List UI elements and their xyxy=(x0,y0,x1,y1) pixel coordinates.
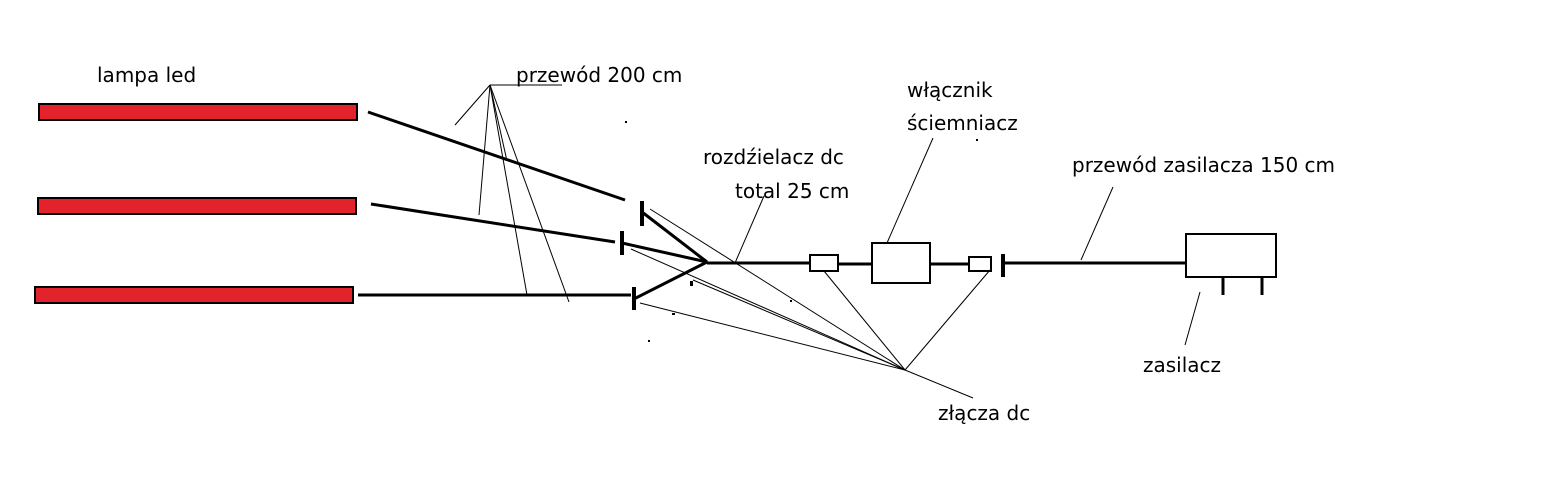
splitter-total-label: total 25 cm xyxy=(735,179,850,203)
connectors-label: złącza dc xyxy=(938,401,1031,425)
led-lamp-2 xyxy=(37,197,357,215)
lamp-label: lampa led xyxy=(97,63,197,87)
switch-label-line2: ściemniacz xyxy=(907,111,1018,135)
lamp-cable-2 xyxy=(370,202,616,244)
dimmer-switch-box xyxy=(871,242,931,284)
psu-label: zasilacz xyxy=(1143,353,1222,377)
led-lamp-1 xyxy=(38,103,358,121)
main-line xyxy=(707,261,1186,266)
dc-connector-2 xyxy=(968,256,992,272)
dc-splitter xyxy=(621,210,708,301)
cable-200-label: przewód 200 cm xyxy=(516,63,683,87)
lamp-cable-1 xyxy=(367,110,626,202)
dc-connector-1 xyxy=(809,254,839,272)
psu-cable-label: przewód zasilacza 150 cm xyxy=(1072,153,1336,177)
power-supply-box xyxy=(1185,233,1277,278)
stray-marks xyxy=(625,121,978,342)
power-supply-legs xyxy=(1221,277,1264,295)
led-lamp-3 xyxy=(34,286,354,304)
splitter-label: rozdźielacz dc xyxy=(703,145,844,169)
annotation-leaders xyxy=(454,84,1201,399)
switch-label-line1: włącznik xyxy=(907,78,993,102)
lamp-cables xyxy=(358,110,631,297)
